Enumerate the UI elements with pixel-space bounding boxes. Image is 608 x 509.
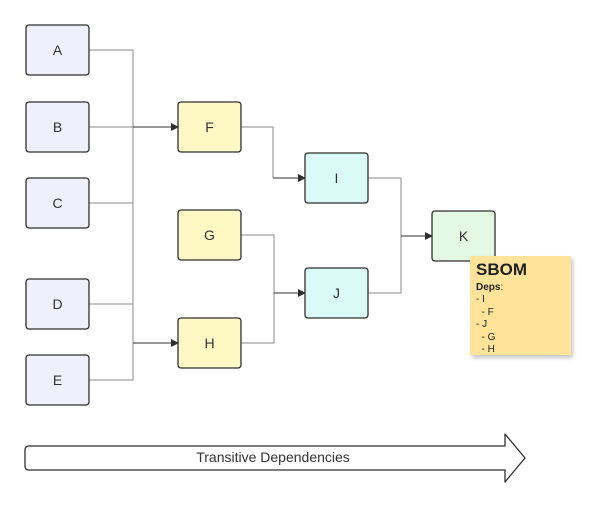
node-g-label: G bbox=[204, 227, 215, 243]
sbom-title: SBOM bbox=[476, 260, 527, 279]
node-h-label: H bbox=[204, 335, 214, 351]
sbom-dep-line: - I bbox=[476, 294, 485, 305]
transitive-dependencies-label: Transitive Dependencies bbox=[196, 449, 350, 465]
node-h: H bbox=[177, 317, 242, 369]
transitive-dependencies-arrow: Transitive Dependencies bbox=[24, 433, 526, 483]
node-j: J bbox=[304, 267, 369, 319]
node-f-label: F bbox=[205, 119, 214, 135]
node-d-label: D bbox=[52, 296, 62, 312]
sbom-dep-line: - G bbox=[476, 331, 496, 343]
node-a-label: A bbox=[53, 42, 63, 58]
connectors-to-i bbox=[241, 126, 306, 182]
sbom-deps-heading: Deps: bbox=[476, 282, 565, 294]
node-c: C bbox=[25, 177, 90, 229]
connector-e-h bbox=[89, 343, 134, 381]
node-e: E bbox=[25, 354, 90, 406]
connector-h-j bbox=[241, 293, 275, 344]
sbom-dep-line: - H bbox=[476, 344, 495, 355]
connector-f-i bbox=[241, 126, 274, 178]
node-b: B bbox=[25, 101, 90, 153]
connector-a-f bbox=[89, 49, 134, 127]
node-i: I bbox=[304, 152, 369, 204]
node-a: A bbox=[25, 24, 90, 76]
node-k-label: K bbox=[459, 228, 469, 244]
node-j-label: J bbox=[333, 285, 340, 301]
connectors-to-f bbox=[89, 49, 179, 305]
node-b-label: B bbox=[53, 119, 62, 135]
sbom-sticky-note: SBOM Deps: - I - F - J - G - H bbox=[470, 256, 571, 355]
connector-i-k bbox=[368, 177, 402, 236]
connectors-to-h bbox=[89, 303, 179, 381]
connectors-to-k bbox=[368, 177, 433, 294]
node-f: F bbox=[177, 101, 242, 153]
connector-c-f bbox=[89, 127, 134, 204]
connector-d-f bbox=[89, 127, 134, 305]
node-d: D bbox=[25, 278, 90, 330]
node-i-label: I bbox=[335, 170, 339, 186]
node-k: K bbox=[431, 210, 496, 262]
node-c-label: C bbox=[52, 195, 62, 211]
sbom-dep-line: - J bbox=[476, 319, 488, 330]
sbom-dep-line: - F bbox=[476, 306, 494, 318]
sbom-deps-colon: : bbox=[500, 282, 504, 293]
sbom-deps-label: Deps bbox=[476, 282, 501, 293]
connector-j-k bbox=[368, 236, 402, 294]
connector-g-j bbox=[241, 234, 275, 293]
connector-d-h bbox=[89, 303, 134, 343]
connectors-to-j bbox=[241, 234, 306, 344]
node-e-label: E bbox=[53, 372, 62, 388]
node-g: G bbox=[177, 209, 242, 261]
